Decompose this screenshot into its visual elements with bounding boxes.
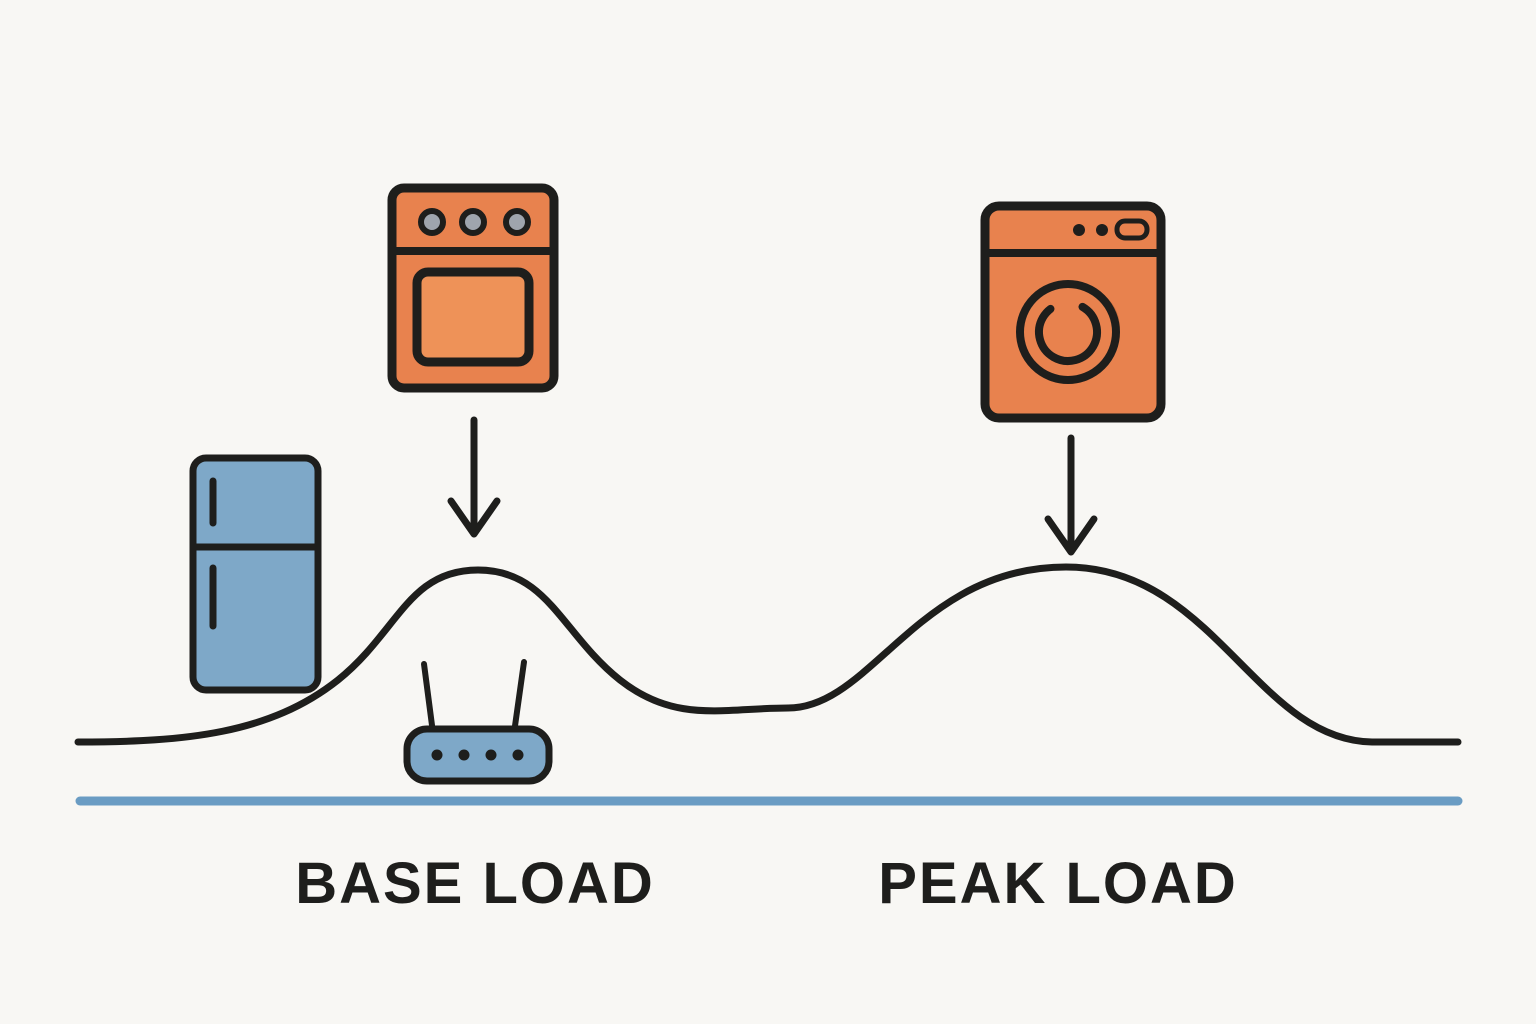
down-arrow-left-icon bbox=[447, 416, 501, 538]
stove-icon bbox=[387, 183, 559, 393]
demand-curve bbox=[74, 563, 1462, 746]
refrigerator-icon bbox=[189, 454, 322, 694]
peak-load-label: PEAK LOAD bbox=[878, 851, 1238, 916]
base-load-label: BASE LOAD bbox=[295, 851, 655, 916]
down-arrow-right-icon bbox=[1044, 434, 1098, 556]
washing-machine-icon bbox=[980, 201, 1166, 423]
router-icon bbox=[403, 659, 553, 785]
